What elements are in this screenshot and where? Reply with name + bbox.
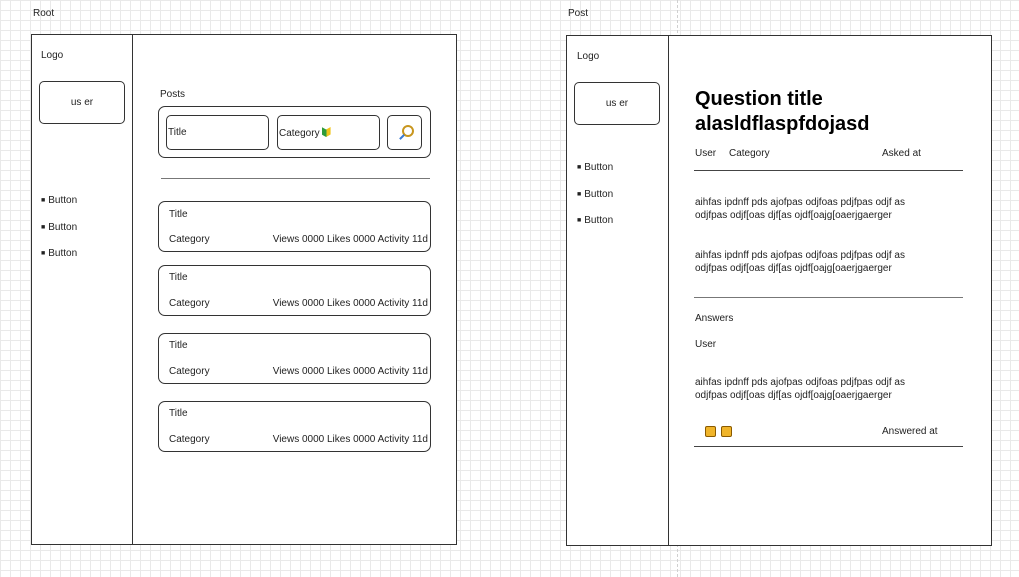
question-body-paragraph: aihfas ipdnff pds ajofpas odjfoas pdjfpa…	[695, 197, 905, 221]
category-field-label: Category	[279, 128, 320, 139]
root-sidebar-divider	[132, 34, 133, 545]
question-user[interactable]: User	[695, 148, 717, 159]
post-title: Title	[169, 209, 188, 220]
magnifier-icon	[402, 125, 414, 137]
answer-divider	[694, 446, 963, 447]
post-category: Category	[169, 234, 210, 245]
post-card[interactable]: Title Category Views 0000 Likes 0000 Act…	[158, 333, 431, 384]
post-card[interactable]: Title Category Views 0000 Likes 0000 Act…	[158, 265, 431, 316]
answered-at: Answered at	[882, 426, 938, 437]
user-button-label: us er	[605, 98, 629, 109]
question-body-divider	[694, 297, 963, 298]
post-stats: Views 0000 Likes 0000 Activity 11d	[272, 434, 428, 445]
answers-heading: Answers	[695, 313, 734, 324]
post-title: Title	[169, 408, 188, 419]
title-field-label: Title	[168, 127, 187, 138]
user-button-label: us er	[70, 97, 94, 108]
post-category: Category	[169, 434, 210, 445]
post-nav-button-1[interactable]: Button	[577, 162, 613, 175]
post-stats: Views 0000 Likes 0000 Activity 11d	[272, 366, 428, 377]
thumbs-up-icon[interactable]	[705, 426, 716, 437]
question-title: Question title alasldflaspfdojasd	[695, 88, 870, 135]
root-nav-button-2[interactable]: Button	[41, 222, 77, 235]
posts-heading: Posts	[160, 89, 186, 100]
question-header-divider	[694, 170, 963, 171]
post-logo: Logo	[577, 51, 600, 62]
category-select-content: Category	[279, 127, 331, 140]
post-stats: Views 0000 Likes 0000 Activity 11d	[272, 298, 428, 309]
answer-text: aihfas ipdnff pds ajofpas odjfoas pdjfpa…	[695, 377, 905, 401]
question-asked-at: Asked at	[882, 148, 921, 159]
frame-label-post: Post	[568, 8, 589, 19]
post-sidebar-divider	[668, 35, 669, 546]
question-category[interactable]: Category	[729, 148, 770, 159]
search-button[interactable]	[387, 115, 422, 150]
title-search-field[interactable]: Title	[166, 115, 269, 150]
frame-label-root: Root	[33, 8, 55, 19]
post-stats: Views 0000 Likes 0000 Activity 11d	[272, 234, 428, 245]
root-user-button[interactable]: us er	[39, 81, 125, 124]
post-card[interactable]: Title Category Views 0000 Likes 0000 Act…	[158, 401, 431, 452]
post-nav-button-2[interactable]: Button	[577, 189, 613, 202]
root-nav-button-3[interactable]: Button	[41, 248, 77, 261]
post-category: Category	[169, 366, 210, 377]
root-nav-button-1[interactable]: Button	[41, 195, 77, 208]
question-body-paragraph: aihfas ipdnff pds ajofpas odjfoas pdjfpa…	[695, 250, 905, 274]
post-title: Title	[169, 272, 188, 283]
post-nav-button-3[interactable]: Button	[577, 215, 613, 228]
post-card[interactable]: Title Category Views 0000 Likes 0000 Act…	[158, 201, 431, 252]
post-user-button[interactable]: us er	[574, 82, 660, 125]
search-divider	[161, 178, 430, 179]
answer-user[interactable]: User	[695, 339, 717, 350]
thumbs-down-icon[interactable]	[721, 426, 732, 437]
root-logo: Logo	[41, 50, 64, 61]
post-category: Category	[169, 298, 210, 309]
category-select[interactable]: Category	[277, 115, 380, 150]
post-title: Title	[169, 340, 188, 351]
beginner-leaf-icon	[321, 127, 331, 137]
